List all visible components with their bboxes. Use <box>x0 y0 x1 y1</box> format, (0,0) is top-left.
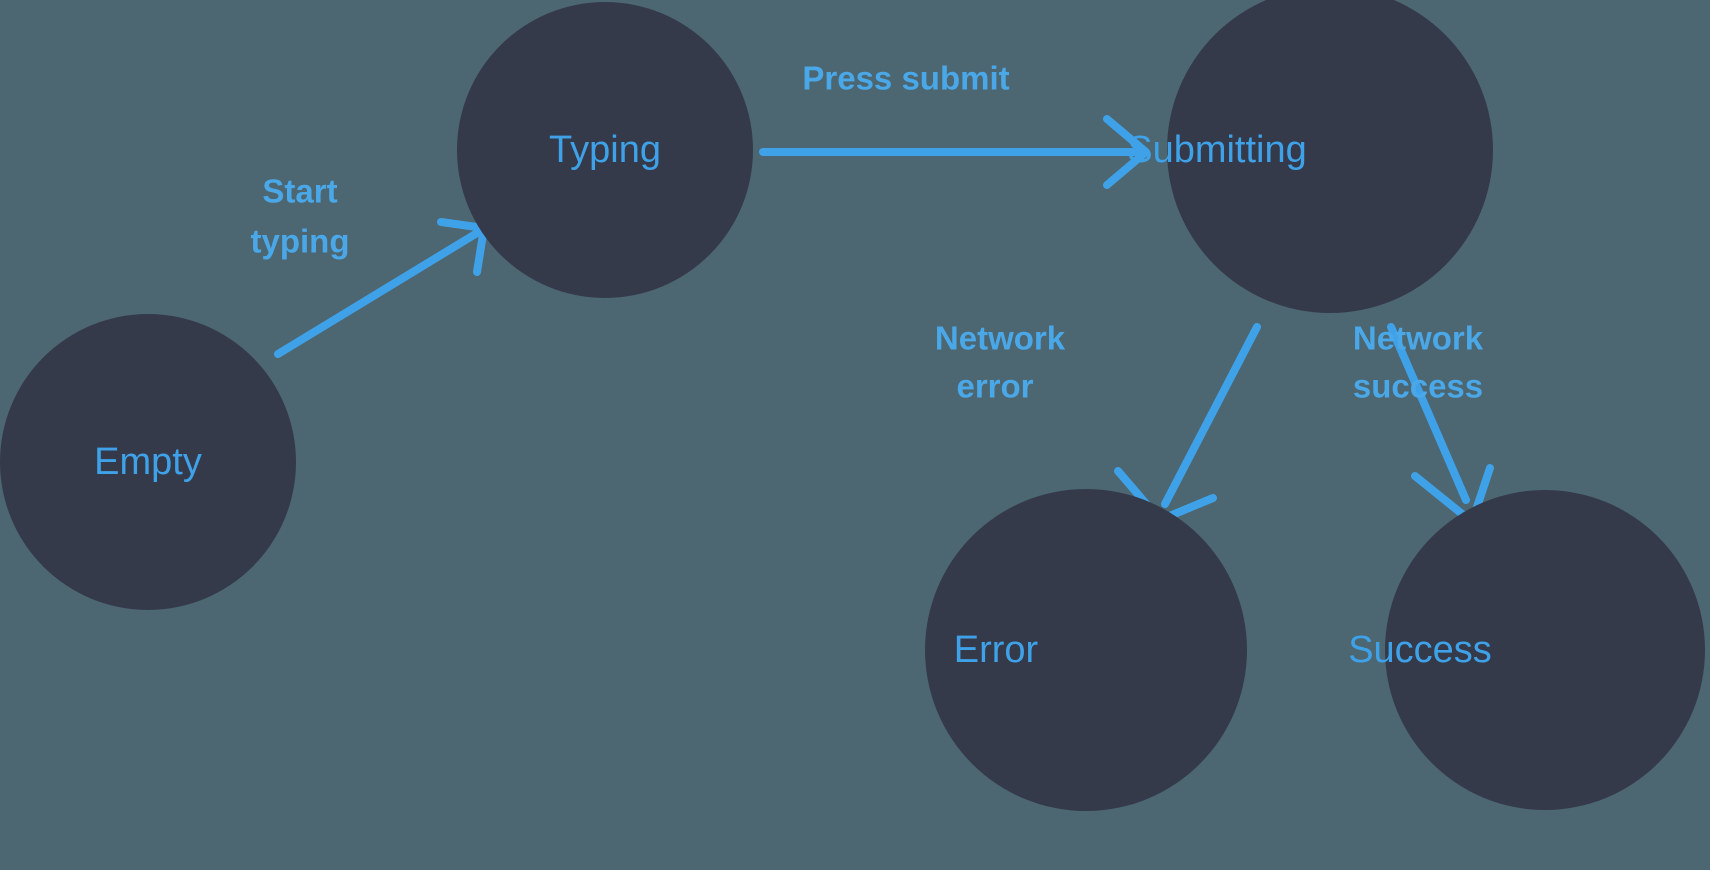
node-empty[interactable]: Empty <box>0 314 296 610</box>
node-success-circle <box>1385 490 1705 810</box>
edge-line-start-typing <box>274 226 486 358</box>
edge-empty-to-typing[interactable]: Start typing <box>251 173 488 358</box>
node-typing-label: Typing <box>549 129 661 171</box>
edge-submitting-to-success[interactable]: Network success <box>1353 320 1494 526</box>
node-error[interactable]: Error <box>925 489 1247 811</box>
node-empty-circle <box>0 314 296 610</box>
node-submitting-circle <box>1167 0 1493 313</box>
node-error-label: Error <box>954 629 1039 671</box>
node-typing-circle <box>457 2 753 298</box>
edge-line-network-success <box>1387 323 1470 504</box>
edge-label-start-typing-line1: Start <box>262 173 337 210</box>
edge-typing-to-submitting[interactable]: Press submit <box>759 60 1150 189</box>
node-empty-label: Empty <box>94 441 202 483</box>
node-typing[interactable]: Typing <box>457 2 753 298</box>
edge-label-network-error-line1: Network <box>935 320 1066 357</box>
arrowhead-press-submit <box>1103 115 1150 189</box>
node-error-circle <box>925 489 1247 811</box>
edge-label-network-error-line2: error <box>956 368 1033 405</box>
edge-label-network-success-line1: Network <box>1353 320 1484 357</box>
edge-line-network-error <box>1161 323 1261 508</box>
edge-label-press-submit: Press submit <box>802 60 1009 97</box>
node-submitting-label: Submitting <box>1127 129 1307 171</box>
edge-label-network-success-line2: success <box>1353 368 1483 405</box>
node-success-label: Success <box>1348 629 1492 671</box>
edge-label-start-typing-line2: typing <box>251 223 350 260</box>
node-success[interactable]: Success <box>1348 490 1705 810</box>
node-submitting[interactable]: Submitting <box>1127 0 1493 313</box>
